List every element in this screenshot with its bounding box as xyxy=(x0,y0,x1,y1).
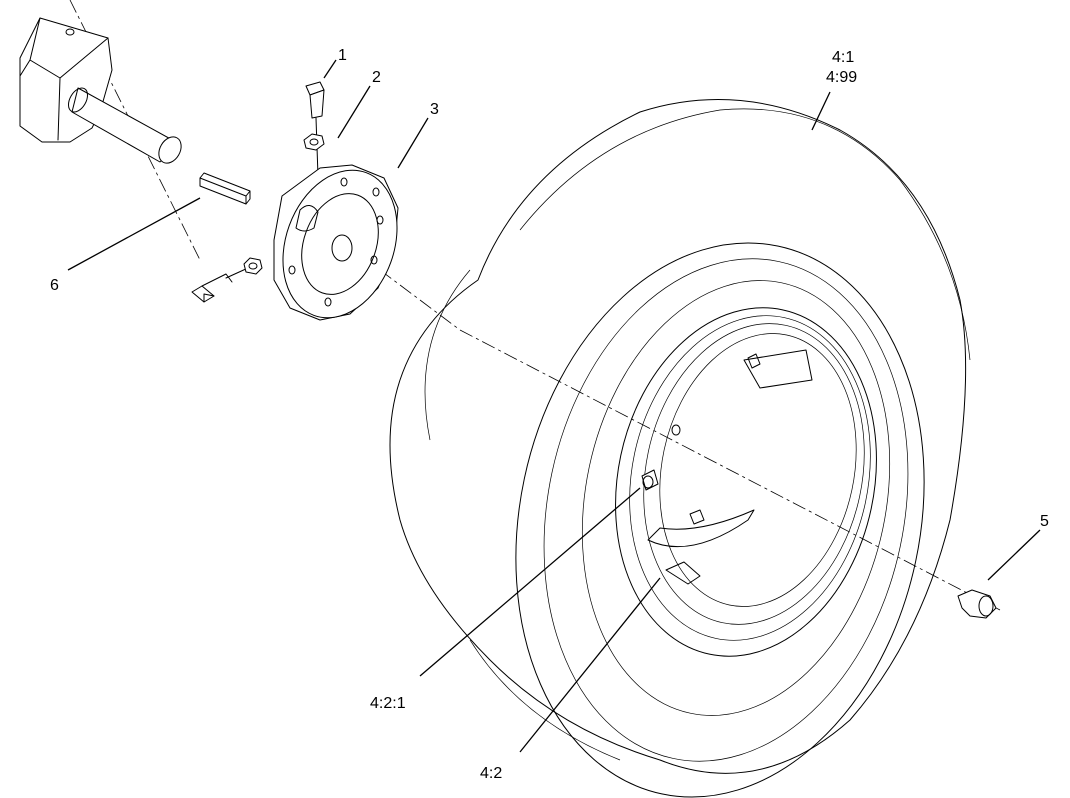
leader-4-2 xyxy=(519,577,661,753)
leader-4-1 xyxy=(811,91,831,131)
shaft-key xyxy=(199,172,251,205)
leader-1 xyxy=(323,59,337,79)
tire xyxy=(389,99,971,798)
callout-4-1: 4:1 xyxy=(832,49,854,66)
lower-bolt xyxy=(191,267,249,303)
valve-stem xyxy=(641,469,659,491)
callout-4-2-1: 4:2:1 xyxy=(370,695,406,712)
top-nut xyxy=(303,133,325,151)
callout-3: 3 xyxy=(430,101,439,118)
axle-shaft xyxy=(68,87,182,164)
callout-1: 1 xyxy=(338,47,347,64)
wheel-hub xyxy=(273,164,399,321)
wheel-rim xyxy=(615,307,877,657)
leader-5 xyxy=(987,529,1041,581)
callout-2: 2 xyxy=(372,69,381,86)
lug-bolt xyxy=(957,589,997,619)
callout-4-2: 4:2 xyxy=(480,765,502,782)
callout-5: 5 xyxy=(1040,513,1049,530)
leader-4-2-1 xyxy=(419,487,641,677)
axle-center-line xyxy=(69,0,1001,611)
leader-lines xyxy=(67,59,1041,753)
callout-6: 6 xyxy=(50,277,59,294)
leader-6 xyxy=(67,197,201,271)
top-bolt xyxy=(305,81,325,177)
lower-nut xyxy=(243,257,263,275)
leader-2 xyxy=(337,85,371,139)
leader-3 xyxy=(397,117,429,169)
callout-4-99: 4:99 xyxy=(826,69,857,86)
